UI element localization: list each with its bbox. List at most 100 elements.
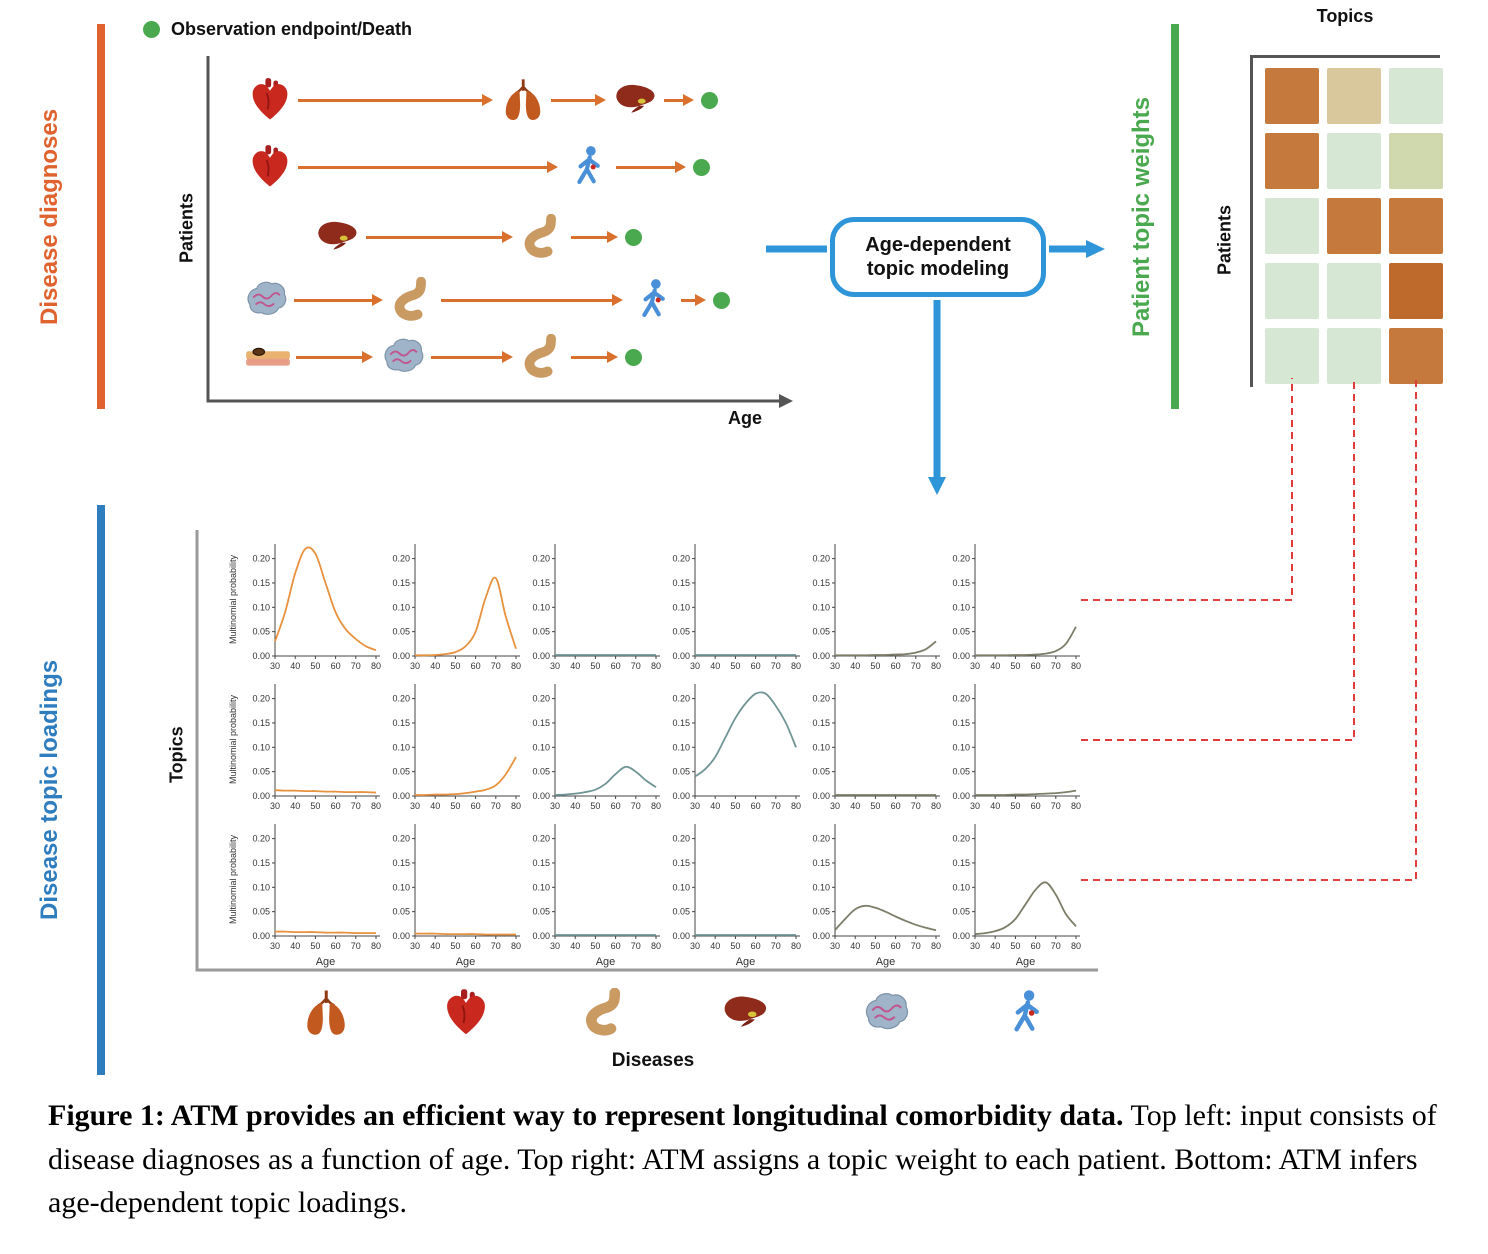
flow-arrow-right-head	[1086, 240, 1105, 258]
endpoint-dot	[625, 228, 642, 246]
lungs-icon	[301, 988, 351, 1038]
svg-text:0.15: 0.15	[392, 858, 410, 868]
svg-text:50: 50	[590, 661, 600, 671]
svg-text:0.10: 0.10	[252, 882, 270, 892]
svg-text:30: 30	[270, 941, 280, 951]
svg-text:0.10: 0.10	[672, 882, 690, 892]
topic-weight-cell-r1-c3	[1389, 68, 1443, 124]
svg-text:60: 60	[891, 801, 901, 811]
svg-text:50: 50	[1010, 801, 1020, 811]
topic-weight-cell-r4-c3	[1389, 263, 1443, 319]
svg-text:Age: Age	[736, 956, 756, 968]
svg-text:80: 80	[651, 941, 661, 951]
svg-text:30: 30	[550, 801, 560, 811]
svg-text:60: 60	[471, 941, 481, 951]
svg-text:70: 70	[351, 941, 361, 951]
svg-text:0.15: 0.15	[252, 858, 270, 868]
svg-text:0.10: 0.10	[532, 882, 550, 892]
svg-text:0.15: 0.15	[532, 858, 550, 868]
svg-text:80: 80	[1071, 941, 1081, 951]
svg-text:0.20: 0.20	[392, 834, 410, 844]
svg-text:0.00: 0.00	[952, 931, 970, 941]
svg-text:0.10: 0.10	[672, 742, 690, 752]
svg-text:0.15: 0.15	[952, 578, 970, 588]
svg-text:0.20: 0.20	[252, 834, 270, 844]
svg-text:0.20: 0.20	[952, 554, 970, 564]
topics-axis-label: Topics	[166, 726, 187, 784]
svg-text:50: 50	[450, 661, 460, 671]
timeline-arrow	[616, 161, 686, 173]
svg-text:80: 80	[371, 801, 381, 811]
svg-text:0.00: 0.00	[532, 931, 550, 941]
svg-text:0.00: 0.00	[392, 791, 410, 801]
topic-loading-charts: Multinomial probability 0.00 0.05 0.10 0.15 0…	[225, 536, 1081, 974]
svg-text:0.10: 0.10	[392, 882, 410, 892]
timeline-arrow	[366, 231, 513, 243]
svg-text:30: 30	[690, 661, 700, 671]
svg-text:70: 70	[1051, 801, 1061, 811]
svg-text:30: 30	[690, 941, 700, 951]
timeline-arrow	[294, 294, 383, 306]
svg-text:80: 80	[931, 941, 941, 951]
liver-icon	[613, 77, 659, 123]
svg-text:0.15: 0.15	[532, 718, 550, 728]
svg-text:0.00: 0.00	[952, 791, 970, 801]
svg-text:0.20: 0.20	[392, 554, 410, 564]
svg-text:0.15: 0.15	[672, 718, 690, 728]
svg-text:0.15: 0.15	[812, 858, 830, 868]
svg-text:30: 30	[970, 801, 980, 811]
svg-text:50: 50	[730, 661, 740, 671]
svg-text:40: 40	[430, 941, 440, 951]
brain-icon	[243, 277, 289, 323]
svg-text:50: 50	[870, 801, 880, 811]
svg-text:30: 30	[410, 661, 420, 671]
svg-text:0.15: 0.15	[952, 858, 970, 868]
svg-text:50: 50	[730, 801, 740, 811]
stomach-icon	[581, 988, 631, 1038]
svg-text:50: 50	[870, 661, 880, 671]
svg-text:40: 40	[290, 941, 300, 951]
topic-weight-cell-r5-c1	[1265, 328, 1319, 384]
svg-text:0.10: 0.10	[532, 742, 550, 752]
svg-text:0.10: 0.10	[812, 742, 830, 752]
svg-text:60: 60	[891, 941, 901, 951]
svg-text:40: 40	[710, 941, 720, 951]
disease-icons-row	[225, 988, 1081, 1040]
svg-text:0.05: 0.05	[672, 627, 690, 637]
svg-text:Age: Age	[1016, 956, 1036, 968]
svg-text:60: 60	[891, 661, 901, 671]
svg-text:0.20: 0.20	[532, 554, 550, 564]
svg-text:40: 40	[430, 801, 440, 811]
topic-weight-cell-r4-c2	[1327, 263, 1381, 319]
legend: Observation endpoint/Death	[143, 19, 412, 40]
endpoint-dot-icon	[143, 21, 160, 38]
patient-topic-weights-heatmap	[1250, 55, 1443, 387]
svg-text:0.05: 0.05	[952, 767, 970, 777]
svg-text:70: 70	[1051, 941, 1061, 951]
svg-text:70: 70	[631, 801, 641, 811]
svg-text:0.05: 0.05	[532, 907, 550, 917]
svg-text:0.05: 0.05	[532, 767, 550, 777]
svg-text:0.00: 0.00	[812, 791, 830, 801]
connector-topic2	[1081, 378, 1355, 741]
svg-text:0.20: 0.20	[672, 694, 690, 704]
svg-text:60: 60	[751, 941, 761, 951]
svg-text:60: 60	[611, 661, 621, 671]
svg-text:70: 70	[491, 801, 501, 811]
patient-topic-weights-bar	[1171, 24, 1179, 409]
heatmap-grid	[1265, 68, 1443, 384]
endpoint-dot	[713, 291, 730, 309]
svg-text:30: 30	[550, 941, 560, 951]
svg-text:0.10: 0.10	[812, 882, 830, 892]
multinomial-probability-label: Multinomial probability	[228, 554, 238, 644]
skin-icon	[245, 334, 291, 380]
svg-text:70: 70	[771, 801, 781, 811]
connector-topic3	[1081, 378, 1417, 881]
topic-weight-cell-r3-c2	[1327, 198, 1381, 254]
svg-text:0.15: 0.15	[672, 858, 690, 868]
svg-text:0.00: 0.00	[952, 651, 970, 661]
